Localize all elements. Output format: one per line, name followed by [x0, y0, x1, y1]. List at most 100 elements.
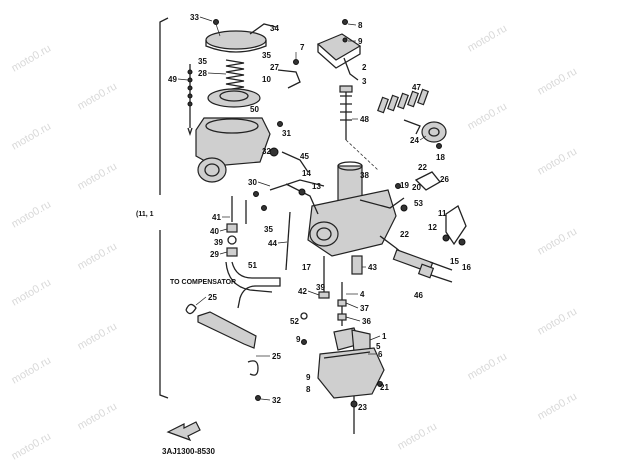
callout-22: 22 — [418, 163, 427, 172]
callout-6: 6 — [378, 350, 383, 359]
callout-45: 45 — [300, 152, 309, 161]
pump-parts-row — [377, 88, 429, 114]
watermark: moto0.ru — [466, 350, 510, 382]
callout-5: 5 — [376, 342, 381, 351]
main-body — [281, 151, 405, 257]
front-arrow-icon — [166, 421, 201, 442]
callout-22: 22 — [400, 230, 409, 239]
callout-48: 48 — [360, 115, 369, 124]
throttle-lever-small — [277, 52, 301, 89]
callout-32: 32 — [272, 396, 281, 405]
mounting-plate — [185, 303, 261, 401]
callout-25: 25 — [272, 352, 281, 361]
callout-20: 20 — [412, 183, 421, 192]
right-linkage — [379, 171, 467, 269]
callout-32: 32 — [262, 147, 271, 156]
lower-jet-stack — [300, 255, 363, 345]
watermark-layer: moto0.ru moto0.ru moto0.ru moto0.ru moto… — [10, 22, 580, 462]
callout-26: 26 — [440, 175, 449, 184]
bracket-label: (11, 1 — [136, 211, 154, 218]
callout-8: 8 — [358, 21, 363, 30]
callout-39: 39 — [316, 283, 325, 292]
callout-23: 23 — [358, 403, 367, 412]
watermark: moto0.ru — [76, 400, 120, 432]
callout-37: 37 — [360, 304, 369, 313]
callout-49: 49 — [168, 75, 177, 84]
diaphragm-cover-group — [205, 19, 277, 53]
watermark: moto0.ru — [10, 276, 54, 308]
callout-46: 46 — [414, 291, 423, 300]
callout-44: 44 — [268, 239, 277, 248]
callout-9: 9 — [306, 373, 311, 382]
watermark: moto0.ru — [466, 22, 510, 54]
callout-29: 29 — [210, 250, 219, 259]
callout-9: 9 — [296, 335, 301, 344]
callout-33: 33 — [190, 13, 199, 22]
compensator-label: TO COMPENSATOR — [170, 279, 236, 286]
callout-38: 38 — [360, 171, 369, 180]
callout-30: 30 — [248, 178, 257, 187]
callout-35: 35 — [262, 51, 271, 60]
callout-3: 3 — [362, 77, 367, 86]
watermark: moto0.ru — [76, 240, 120, 272]
callout-35: 35 — [198, 57, 207, 66]
watermark: moto0.ru — [76, 80, 120, 112]
watermark: moto0.ru — [76, 160, 120, 192]
callout-8: 8 — [306, 385, 311, 394]
pilot-screw-stack — [339, 85, 353, 140]
watermark: moto0.ru — [536, 225, 580, 257]
assembly-bracket — [159, 17, 169, 399]
callout-52: 52 — [290, 317, 299, 326]
carburetor-body-upper — [195, 117, 283, 183]
watermark: moto0.ru — [76, 320, 120, 352]
callout-19: 19 — [400, 181, 409, 190]
callout-16: 16 — [462, 263, 471, 272]
coupling-spring — [392, 249, 453, 283]
callout-15: 15 — [450, 257, 459, 266]
watermark: moto0.ru — [10, 42, 54, 74]
callout-18: 18 — [436, 153, 445, 162]
callout-51: 51 — [248, 261, 257, 270]
callout-34: 34 — [270, 24, 279, 33]
watermark: moto0.ru — [536, 65, 580, 97]
callout-2: 2 — [362, 63, 367, 72]
diaphragm-piston — [207, 88, 261, 108]
throttle-rod — [285, 211, 291, 271]
watermark: moto0.ru — [536, 305, 580, 337]
callout-12: 12 — [428, 223, 437, 232]
callout-17: 17 — [302, 263, 311, 272]
callout-47: 47 — [412, 83, 421, 92]
callout-10: 10 — [262, 75, 271, 84]
callout-43: 43 — [368, 263, 377, 272]
callout-28: 28 — [198, 69, 207, 78]
callout-39: 39 — [214, 238, 223, 247]
callout-4: 4 — [360, 290, 365, 299]
watermark: moto0.ru — [10, 198, 54, 230]
callout-53: 53 — [414, 199, 423, 208]
callout-41: 41 — [212, 213, 221, 222]
watermark: moto0.ru — [536, 145, 580, 177]
float-bowl — [317, 347, 385, 434]
float-assembly — [333, 327, 371, 353]
guide-line — [345, 139, 379, 171]
callout-31: 31 — [282, 129, 291, 138]
callout-14: 14 — [302, 169, 311, 178]
pump-housing — [403, 119, 447, 149]
throttle-shaft-links — [253, 179, 325, 211]
watermark: moto0.ru — [10, 430, 54, 462]
callout-21: 21 — [380, 383, 389, 392]
return-spring — [225, 59, 245, 91]
callout-50: 50 — [250, 105, 259, 114]
callout-27: 27 — [270, 63, 279, 72]
callout-7: 7 — [300, 43, 305, 52]
watermark: moto0.ru — [396, 420, 440, 452]
callout-25: 25 — [208, 293, 217, 302]
compensator-hose — [225, 261, 281, 309]
screws-top — [342, 19, 348, 43]
callout-1: 1 — [382, 332, 387, 341]
callout-11: 11 — [438, 209, 447, 218]
watermark: moto0.ru — [536, 390, 580, 422]
callout-9: 9 — [358, 37, 363, 46]
watermark: moto0.ru — [466, 100, 510, 132]
